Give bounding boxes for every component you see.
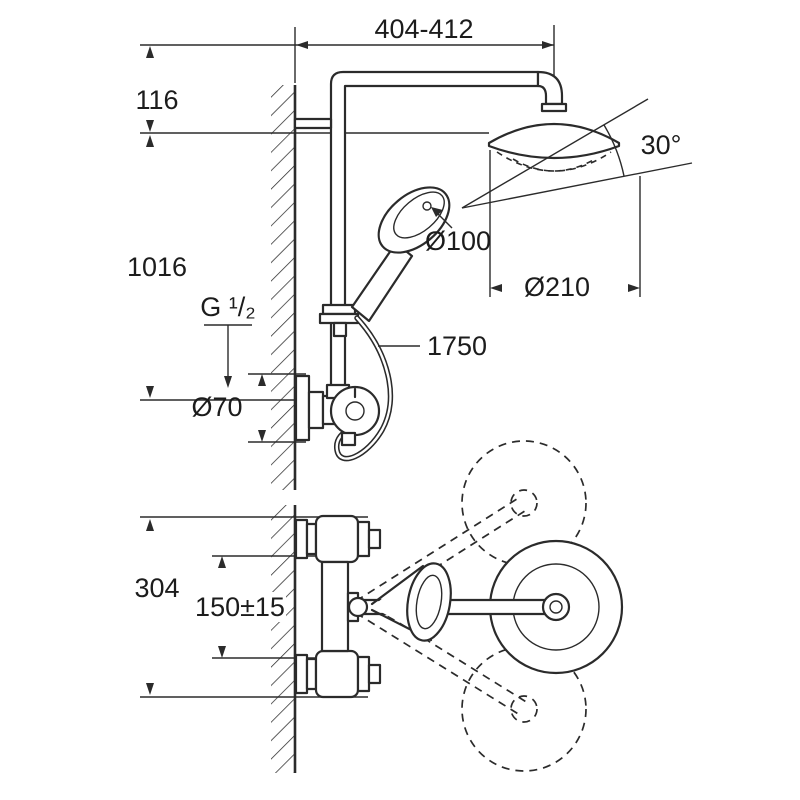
elbow-pipe <box>536 70 564 106</box>
dim-head-offset: 116 <box>130 46 184 132</box>
valve-handle-bottom <box>314 649 360 699</box>
head-shower-body <box>487 122 621 160</box>
riser-and-top-pipe <box>329 70 540 394</box>
dim-head-shower-diameter: Ø210 <box>490 272 640 302</box>
wall-plan <box>271 505 297 773</box>
head-shower <box>487 122 621 172</box>
valve-handle-top-grip <box>367 528 382 550</box>
hand-shower-plan-rim <box>406 562 452 642</box>
swivel-position-upper <box>461 440 587 566</box>
thermostat-valve-plan <box>294 514 382 699</box>
wall-hatching-plan <box>271 505 295 773</box>
dim-overall-depth: 304 <box>128 519 186 695</box>
arm-hub-inner <box>549 600 563 614</box>
side-view: 30° 404-412 116 1016 <box>124 14 693 490</box>
shower-holder <box>318 303 360 338</box>
valve-handle-top <box>314 514 360 564</box>
valve-escutcheon <box>294 374 311 442</box>
dim-reach: 404-412 <box>296 14 554 49</box>
thermostat-valve <box>294 374 381 447</box>
dim-height: 1016 <box>124 135 190 398</box>
swivel-hub-lower <box>510 695 538 723</box>
hand-shower-handle <box>350 241 414 323</box>
dim-reach-label: 404-412 <box>374 14 473 44</box>
valve-handle-bottom-grip <box>367 663 382 685</box>
dim-escutcheon-diameter-label: Ø70 <box>191 392 242 422</box>
head-shower-sprayface-inner <box>512 158 596 172</box>
dim-hose-length: 1750 <box>378 331 487 361</box>
dim-head-offset-label: 116 <box>135 85 178 115</box>
valve-handle-hub <box>345 401 365 421</box>
extension-lines-side <box>140 25 641 401</box>
valve-body-plan <box>320 560 350 653</box>
thread-callout: G ¹/₂ <box>200 292 256 388</box>
dim-hand-shower-diameter-label: Ø100 <box>425 226 491 256</box>
dim-height-label: 1016 <box>127 252 187 282</box>
head-shower-joint <box>540 102 568 113</box>
hand-shower-face <box>393 191 445 239</box>
tilt-angle-indicator: 30° <box>461 98 693 209</box>
dim-escutcheon-diameter: Ø70 <box>191 373 306 443</box>
dim-hand-shower-diameter: Ø100 <box>425 207 491 256</box>
head-shower-sprayface-outer <box>496 151 612 172</box>
hand-shower-head <box>377 186 451 254</box>
thread-label: G ¹/₂ <box>200 292 255 322</box>
valve-hose-outlet <box>340 431 357 447</box>
wall-bracket <box>293 117 333 130</box>
dim-connection-centers-label: 150±15 <box>195 592 285 622</box>
swivel-position-lower <box>461 646 587 772</box>
plan-view: 304 150±15 <box>128 440 624 773</box>
dim-hose-length-label: 1750 <box>427 331 487 361</box>
hand-shower-nozzle <box>422 201 432 211</box>
dim-overall-depth-label: 304 <box>134 573 179 603</box>
wall-hatching <box>271 85 295 490</box>
wall-side <box>271 85 297 490</box>
shower-hose <box>333 315 394 462</box>
swivel-range <box>355 440 587 772</box>
arm-hub-outer <box>541 592 571 622</box>
hand-shower-plan-face <box>415 574 443 630</box>
arm-pivot <box>347 596 369 618</box>
dim-connection-centers: 150±15 <box>194 556 286 658</box>
hand-shower <box>350 186 451 323</box>
hand-shower-plan <box>370 562 452 642</box>
swivel-hub-upper <box>510 489 538 517</box>
valve-union-nut <box>307 390 325 430</box>
dim-head-shower-diameter-label: Ø210 <box>524 272 590 302</box>
angle-label: 30° <box>641 130 682 160</box>
